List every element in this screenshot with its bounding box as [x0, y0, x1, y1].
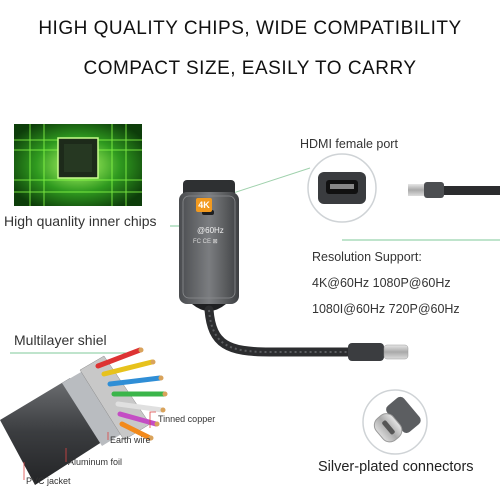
- connector-zoom: [362, 389, 428, 455]
- usb-c-plug: [348, 343, 409, 361]
- resolution-line-2: 1080I@60Hz 720P@60Hz: [312, 302, 460, 316]
- hdmi-port-zoom: [307, 153, 377, 223]
- side-connector: [408, 182, 500, 198]
- resolution-line-1: 4K@60Hz 1080P@60Hz: [312, 276, 451, 290]
- cable-cross-section: [0, 347, 168, 485]
- chips-callout: High quanlity inner chips: [4, 213, 157, 229]
- 4k-badge: 4K: [196, 198, 212, 212]
- certification-marks: FC CE ⊠: [193, 239, 218, 245]
- chip-photo: [14, 124, 142, 206]
- refresh-rate-mark: @60Hz: [197, 226, 224, 235]
- headline-line-1: HIGH QUALITY CHIPS, WIDE COMPATIBILITY: [38, 18, 462, 39]
- headline-line-2: COMPACT SIZE, EASILY TO CARRY: [83, 58, 417, 79]
- connectors-callout: Silver-plated connectors: [318, 459, 474, 475]
- aluminum-foil-label: Aluminum foil: [68, 457, 123, 467]
- hdmi-port-callout: HDMI female port: [300, 137, 398, 151]
- earth-wire-label: Earth wire: [110, 435, 151, 445]
- tinned-copper-label: Tinned copper: [158, 414, 216, 424]
- adapter-housing: [179, 180, 239, 311]
- resolution-heading: Resolution Support:: [312, 250, 422, 264]
- multilayer-callout: Multilayer shiel: [14, 332, 107, 348]
- pvc-jacket-label: PVC jacket: [26, 476, 71, 486]
